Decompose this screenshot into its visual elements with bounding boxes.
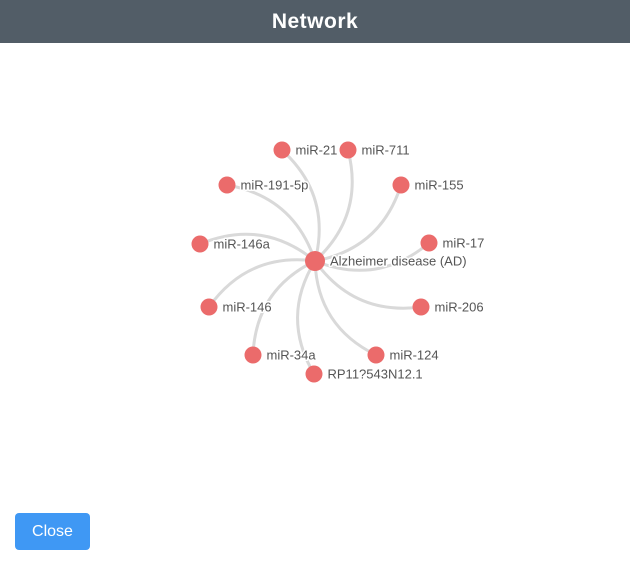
graph-edge [280, 148, 321, 263]
graph-node-label: miR-711 [362, 143, 410, 158]
graph-edge [251, 259, 317, 357]
graph-node-label: miR-21 [296, 143, 338, 158]
graph-edge [313, 148, 354, 263]
graph-node[interactable] [273, 141, 291, 159]
graph-node-label: Alzheimer disease (AD) [330, 254, 467, 269]
graph-edge [313, 241, 431, 272]
graph-node-label: miR-206 [435, 300, 484, 315]
close-button[interactable]: Close [15, 513, 90, 550]
graph-node[interactable] [367, 346, 385, 364]
graph-node[interactable] [244, 346, 262, 364]
graph-edge [207, 258, 317, 309]
graph-node-label: miR-146 [223, 300, 272, 315]
modal-header: Network [0, 0, 630, 43]
graph-edge [313, 259, 423, 310]
graph-node[interactable] [392, 176, 410, 194]
graph-node[interactable] [218, 176, 236, 194]
graph-node[interactable] [200, 298, 218, 316]
modal-title: Network [271, 9, 359, 33]
graph-edge [313, 259, 378, 357]
graph-node-label: miR-124 [390, 348, 439, 363]
graph-node-center[interactable] [305, 251, 325, 271]
graph-edge [198, 232, 317, 263]
graph-node[interactable] [412, 298, 430, 316]
graph-edge [225, 183, 317, 263]
graph-node[interactable] [339, 141, 357, 159]
graph-node-label: miR-34a [267, 348, 317, 363]
graph-node-label: miR-17 [443, 236, 485, 251]
graph-node-label: RP11?543N12.1 [328, 367, 423, 382]
graph-node[interactable] [420, 234, 438, 252]
graph-node-label: miR-155 [415, 178, 464, 193]
graph-node[interactable] [191, 235, 209, 253]
graph-edge [296, 259, 317, 376]
graph-node-label: miR-191-5p [241, 178, 309, 193]
graph-edge [313, 183, 403, 263]
graph-node[interactable] [305, 365, 323, 383]
graph-node-label: miR-146a [214, 237, 271, 252]
